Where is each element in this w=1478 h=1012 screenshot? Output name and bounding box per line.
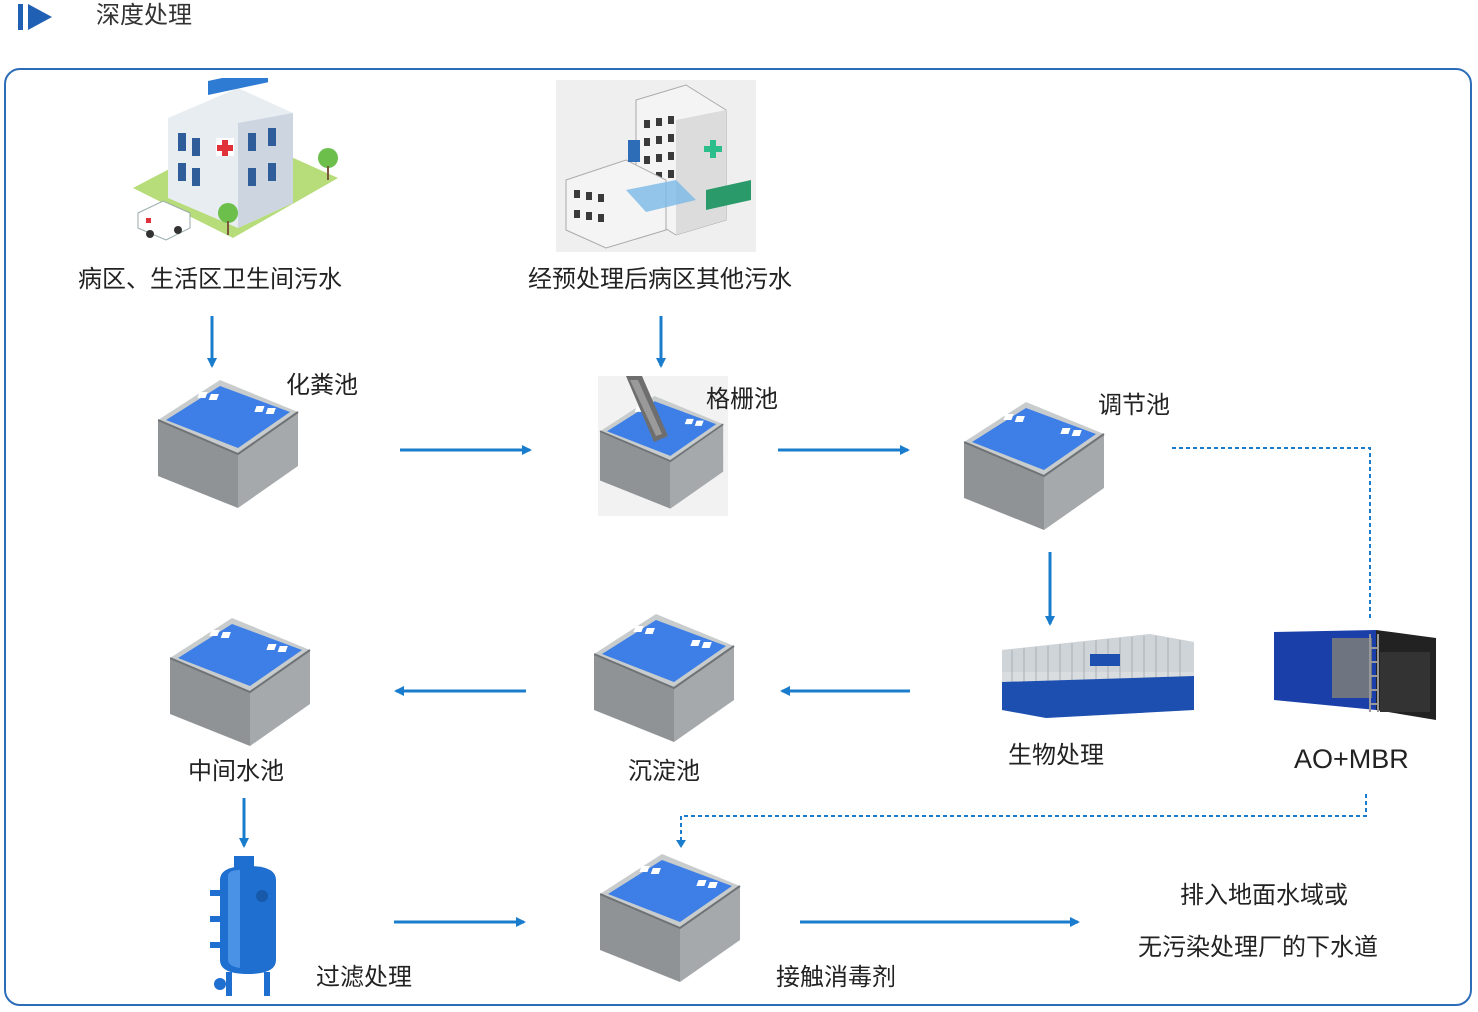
label-discharge-line2: 无污染处理厂的下水道 (1138, 933, 1378, 961)
hospital-building-icon (133, 78, 338, 241)
dashed-regulating-to-aombr (1172, 447, 1371, 618)
play-marker-icon (18, 4, 52, 30)
ao-mbr-container-icon (1274, 630, 1436, 720)
label-other-sewage: 经预处理后病区其他污水 (528, 265, 792, 293)
label-ao-mbr: AO+MBR (1294, 744, 1409, 774)
label-ward-sewage: 病区、生活区卫生间污水 (78, 265, 342, 293)
label-sedimentation-tank: 沉淀池 (628, 757, 700, 785)
label-grille-tank: 格栅池 (706, 385, 778, 413)
label-regulating-tank: 调节池 (1098, 391, 1170, 419)
label-septic-tank: 化粪池 (286, 371, 358, 399)
grille-tank-icon (598, 376, 728, 516)
label-disinfection: 接触消毒剂 (776, 963, 896, 991)
label-bio-treatment: 生物处理 (1008, 741, 1104, 769)
sand-filter-icon (210, 856, 276, 996)
diagram-frame (4, 68, 1472, 1006)
dashed-aombr-to-disinfection (680, 794, 1367, 842)
treatment-container-icon (1002, 634, 1194, 718)
hospital-complex-icon (556, 80, 756, 252)
label-intermediate-tank: 中间水池 (188, 757, 284, 785)
label-discharge-line1: 排入地面水域或 (1180, 881, 1348, 909)
label-filtration: 过滤处理 (316, 963, 412, 991)
section-title: 深度处理 (96, 1, 192, 29)
